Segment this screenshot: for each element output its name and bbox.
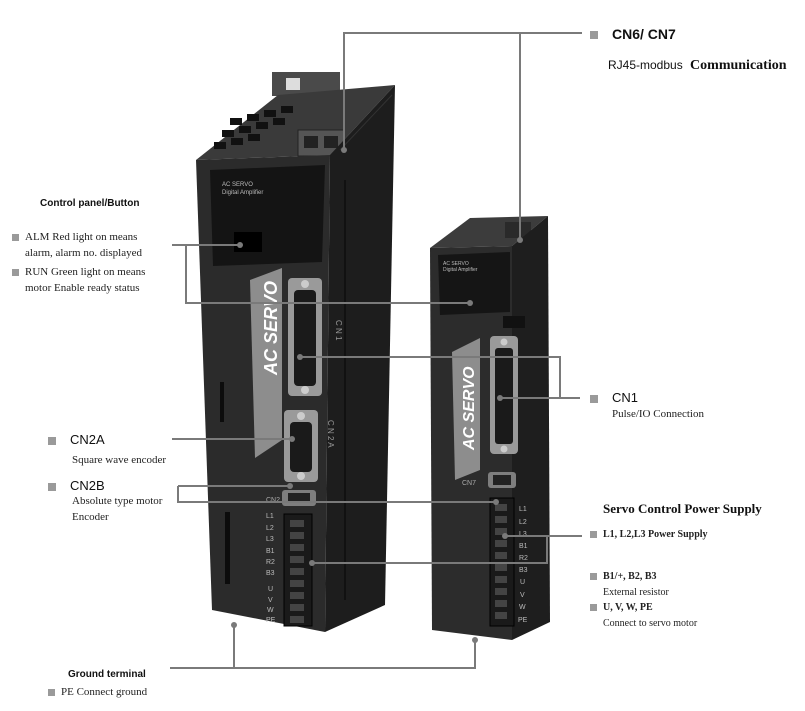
- bullet-icon: [590, 604, 597, 612]
- power-title: Servo Control Power Supply: [603, 501, 762, 516]
- small-servo-drive: AC SERVO Digital Amplifier AC SERVO CN7 …: [430, 216, 550, 640]
- cn2b-desc1: Absolute type motor: [72, 495, 163, 507]
- large-servo-drive: AC SERVO Digital Amplifier AC SERVO C N …: [196, 72, 395, 632]
- cn2b-desc: Absolute type motor Encoder: [72, 493, 162, 525]
- cn2b-port-label: CN2: [266, 497, 280, 504]
- terminal-large-5: B3: [266, 570, 275, 577]
- ground-title: Ground terminal: [68, 669, 146, 680]
- terminal-small-8: W: [519, 604, 526, 611]
- cn67-communication: Communication: [690, 58, 787, 73]
- front-label-large-1: AC SERVO: [222, 182, 253, 188]
- brand-vertical-small: AC SERVO: [461, 366, 478, 451]
- cn67-title: CN6/ CN7: [612, 26, 676, 42]
- cn2a-port-label-large: C N 2 A: [326, 420, 335, 448]
- alm-desc: ALM Red light on means alarm, alarm no. …: [12, 229, 145, 296]
- terminal-small-5: B3: [519, 567, 528, 574]
- cn1-desc: Pulse/IO Connection: [612, 408, 704, 420]
- terminal-small-9: PE: [518, 617, 528, 624]
- cn2a-callout: CN2A: [48, 432, 105, 447]
- cn1-port-label-large: C N 1: [334, 320, 343, 341]
- bullet-icon: [590, 394, 598, 403]
- front-label-small-2: Digital Amplifier: [443, 267, 478, 273]
- brand-vertical-large: AC SERVO: [261, 281, 281, 376]
- bullet-icon: [12, 268, 19, 276]
- pe-ground: PE Connect ground: [48, 684, 147, 700]
- uvwpe-text: U, V, W, PE: [603, 602, 653, 613]
- terminal-large-8: W: [267, 607, 274, 614]
- bullet-icon: [48, 688, 55, 696]
- pe-ground-text: PE Connect ground: [61, 686, 148, 698]
- b123-desc: External resistor: [603, 587, 669, 598]
- terminal-small-6: U: [520, 579, 525, 586]
- terminal-large-3: B1: [266, 548, 275, 555]
- bullet-icon: [48, 436, 56, 445]
- uvwpe-block: U, V, W, PE Connect to servo motor: [590, 600, 697, 632]
- bullet-icon: [12, 233, 19, 241]
- cn7-port-label: CN7: [462, 480, 476, 487]
- terminal-small-4: R2: [519, 555, 528, 562]
- b123-block: B1/+, B2, B3 External resistor: [590, 569, 669, 601]
- terminal-small-7: V: [520, 592, 525, 599]
- cn67-rj45: RJ45-modbus: [608, 58, 683, 72]
- control-panel-title: Control panel/Button: [40, 198, 140, 209]
- front-label-large-2: Digital Amplifier: [222, 190, 263, 196]
- cn2b-desc2: Encoder: [72, 511, 109, 523]
- terminal-large-4: R2: [266, 559, 275, 566]
- cn2b-callout: CN2B: [48, 478, 105, 493]
- cn2b-title: CN2B: [70, 478, 105, 493]
- alm-line2: alarm, alarm no. displayed: [25, 247, 142, 259]
- uvwpe-desc: Connect to servo motor: [603, 618, 698, 629]
- alm-line1: ALM Red light on means: [25, 231, 138, 243]
- cn2a-desc: Square wave encoder: [72, 454, 167, 466]
- b123-text: B1/+, B2, B3: [603, 571, 657, 582]
- cn1-callout: CN1: [590, 390, 638, 405]
- cn67-callout: CN6/ CN7: [590, 26, 676, 42]
- cn1-title: CN1: [612, 390, 639, 405]
- terminal-large-2: L3: [266, 536, 274, 543]
- run-line1: RUN Green light on means: [25, 266, 146, 278]
- terminal-small-1: L2: [519, 519, 527, 526]
- bullet-icon: [590, 573, 597, 581]
- terminal-small-3: B1: [519, 543, 528, 550]
- terminal-large-9: PE: [266, 617, 276, 624]
- cn67-subtitle: RJ45-modbus Communication: [608, 58, 787, 74]
- terminal-large-7: V: [268, 597, 273, 604]
- terminal-small-0: L1: [519, 506, 527, 513]
- terminal-large-0: L1: [266, 513, 274, 520]
- l123-text: L1, L2,L3 Power Supply: [603, 529, 708, 540]
- bullet-icon: [590, 31, 598, 40]
- l123-line: L1, L2,L3 Power Supply: [590, 527, 708, 543]
- terminal-large-1: L2: [266, 525, 274, 532]
- bullet-icon: [48, 482, 56, 491]
- callout-lines: [170, 32, 582, 669]
- terminal-small-2: L3: [519, 531, 527, 538]
- bullet-icon: [590, 531, 597, 539]
- front-label-small-1: AC SERVO: [443, 261, 469, 267]
- terminal-large-6: U: [268, 586, 273, 593]
- run-line2: motor Enable ready status: [25, 282, 140, 294]
- cn2a-title: CN2A: [70, 432, 105, 447]
